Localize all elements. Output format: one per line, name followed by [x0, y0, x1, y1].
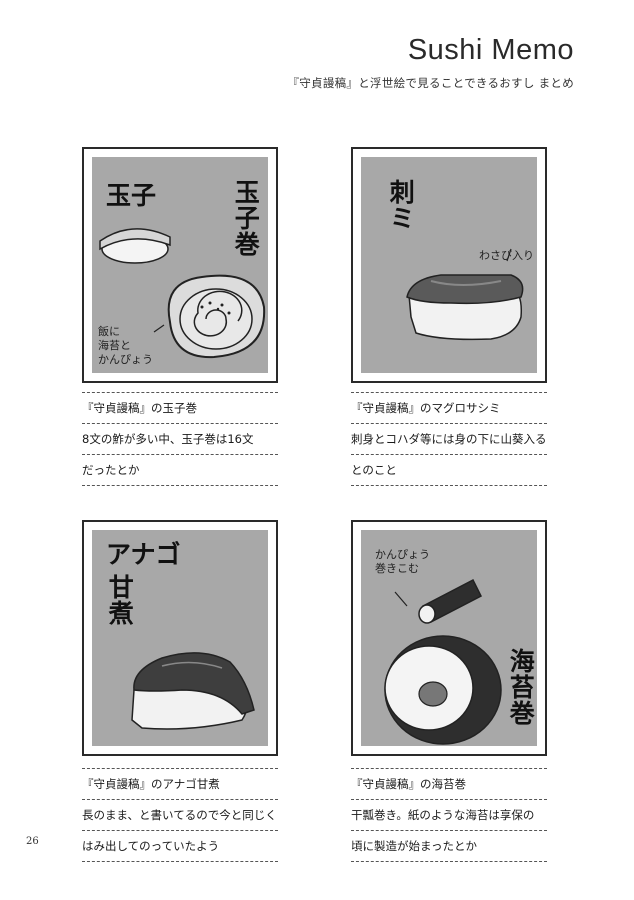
page-title: Sushi Memo [407, 34, 574, 66]
label-anago: アナゴ [106, 540, 181, 569]
label-amani: 甘煮 [105, 574, 135, 626]
tamago-drawing [99, 228, 266, 359]
card-tamago: 玉子 玉子巻 飯に 海苔と かんぴょう [82, 147, 278, 383]
caption-line: とのこと [351, 454, 547, 486]
card-norimaki: 海苔巻 かんぴょう 巻きこむ [351, 520, 547, 756]
label-tamagomaki: 玉子巻 [231, 179, 261, 257]
sashimi-drawing [406, 248, 524, 341]
caption-sashimi: 『守貞謾稿』のマグロサシミ 刺身とコハダ等には身の下に山葵入る とのこと [351, 392, 547, 486]
caption-line: 『守貞謾稿』のマグロサシミ [351, 392, 547, 423]
caption-line: だったとか [82, 454, 278, 486]
caption-line: 8文の鮓が多い中、玉子巻は16文 [82, 423, 278, 454]
caption-line: 刺身とコハダ等には身の下に山葵入る [351, 423, 547, 454]
illustration-anago: アナゴ 甘煮 [92, 530, 268, 746]
caption-line: 干瓢巻き。紙のような海苔は享保の [351, 799, 547, 830]
caption-line: 『守貞謾稿』の海苔巻 [351, 768, 547, 799]
note-tamago: 飯に 海苔と かんぴょう [98, 325, 153, 366]
card-anago: アナゴ 甘煮 [82, 520, 278, 756]
label-norimaki: 海苔巻 [506, 648, 536, 726]
label-tamago: 玉子 [106, 181, 157, 210]
page-subtitle: 『守貞謾稿』と浮世絵で見ることできるおすし まとめ [287, 76, 574, 90]
caption-anago: 『守貞謾稿』のアナゴ甘煮 長のまま、と書いてるので今と同じく はみ出してのってい… [82, 768, 278, 862]
illustration-tamago: 玉子 玉子巻 飯に 海苔と かんぴょう [92, 157, 268, 373]
caption-tamago: 『守貞謾稿』の玉子巻 8文の鮓が多い中、玉子巻は16文 だったとか [82, 392, 278, 486]
caption-norimaki: 『守貞謾稿』の海苔巻 干瓢巻き。紙のような海苔は享保の 頃に製造が始まったとか [351, 768, 547, 862]
note-sashimi: わさび入り [479, 249, 534, 262]
caption-line: はみ出してのっていたよう [82, 830, 278, 862]
illustration-sashimi: 刺ミ わさび入り [361, 157, 537, 373]
illustration-norimaki: 海苔巻 かんぴょう 巻きこむ [361, 530, 537, 746]
label-sashimi: 刺ミ [386, 179, 416, 231]
norimaki-drawing [384, 578, 502, 745]
caption-line: 長のまま、と書いてるので今と同じく [82, 799, 278, 830]
caption-line: 『守貞謾稿』の玉子巻 [82, 392, 278, 423]
caption-line: 『守貞謾稿』のアナゴ甘煮 [82, 768, 278, 799]
caption-line: 頃に製造が始まったとか [351, 830, 547, 862]
anago-drawing [131, 652, 255, 730]
note-norimaki: かんぴょう 巻きこむ [375, 548, 430, 575]
page-number: 26 [26, 836, 39, 847]
card-sashimi: 刺ミ わさび入り [351, 147, 547, 383]
